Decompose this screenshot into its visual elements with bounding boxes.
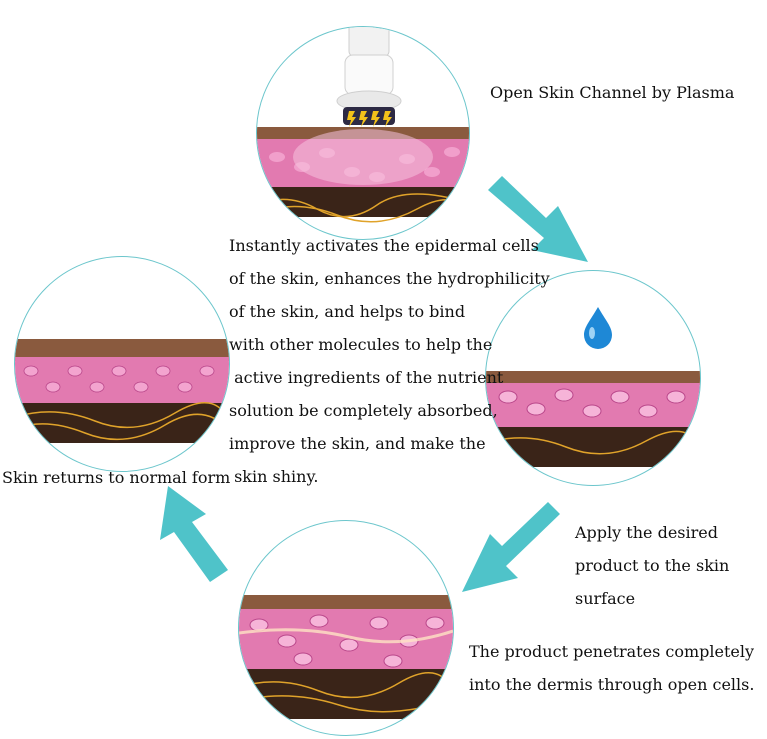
step2-apply-circle: [485, 270, 701, 486]
step2-line: product to the skin: [575, 556, 730, 575]
description-line: improve the skin, and make the: [229, 434, 486, 453]
cycle-arrow-icon: [488, 176, 588, 262]
description-line: active ingredients of the nutrient: [229, 368, 504, 387]
plasma-device-icon: [336, 27, 402, 125]
step2-line: surface: [575, 589, 636, 608]
description-text: Instantly activates the epidermal cells …: [229, 229, 550, 493]
cycle-arrow-icon: [160, 486, 228, 582]
description-line: with other molecules to help the: [229, 335, 493, 354]
cycle-arrow-icon: [462, 502, 560, 592]
step1-title: Open Skin Channel by Plasma: [490, 83, 735, 102]
lightning-icon: [347, 111, 392, 127]
description-line: of the skin, and helps to bind: [229, 302, 466, 321]
step2-line: Apply the desired: [575, 523, 718, 542]
step2-text: Apply the desired product to the skin su…: [575, 516, 729, 615]
description-line: skin shiny.: [229, 467, 319, 486]
step4-text: Skin returns to normal form: [2, 468, 231, 487]
description-line: of the skin, enhances the hydrophilicity: [229, 269, 550, 288]
step1-plasma-circle: [256, 26, 470, 240]
description-line: Instantly activates the epidermal cells: [229, 236, 539, 255]
description-line: solution be completely absorbed,: [229, 401, 498, 420]
water-drop-icon: [584, 307, 612, 349]
step3-penetrate-circle: [238, 520, 454, 736]
step3-text: The product penetrates completely into t…: [469, 635, 754, 701]
step3-line: into the dermis through open cells.: [469, 675, 755, 694]
step4-normal-circle: [14, 256, 230, 472]
step3-line: The product penetrates completely: [469, 642, 755, 661]
